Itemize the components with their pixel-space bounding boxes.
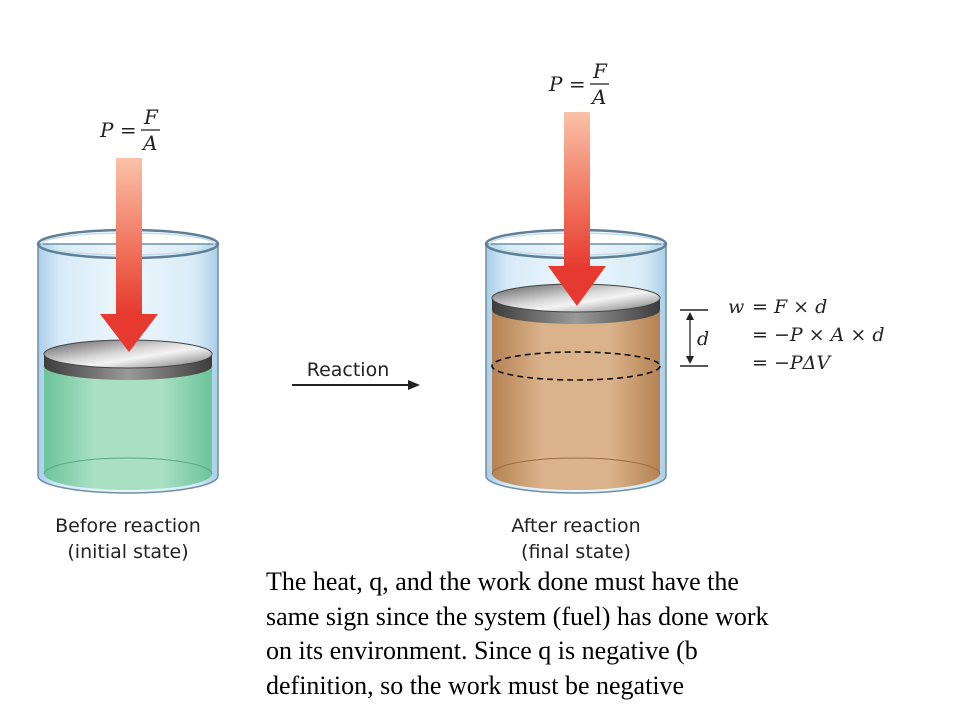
left-liquid (44, 366, 212, 490)
right-label-line2: (final state) (521, 541, 631, 563)
work-equations: w = F × d = −P × A × d = −PΔV (728, 296, 885, 374)
work-eq-line2: = −P × A × d (752, 324, 885, 346)
work-symbol: w (728, 296, 744, 318)
explanation-caption: The heat, q, and the work done must have… (266, 565, 926, 703)
left-piston (43, 339, 213, 380)
svg-text:F: F (143, 105, 159, 129)
caption-line: same sign since the system (fuel) has do… (266, 601, 769, 631)
caption-line: definition, so the work must be negative (266, 670, 685, 700)
left-label-line2: (initial state) (67, 541, 188, 563)
svg-text:A: A (141, 131, 157, 155)
reaction-arrow (292, 380, 420, 390)
right-pressure-formula: P = F A (548, 59, 609, 109)
svg-text:F: F (592, 59, 608, 83)
work-eq-line3: = −PΔV (752, 352, 832, 374)
svg-text:P =: P = (548, 72, 586, 96)
right-label-line1: After reaction (511, 515, 640, 537)
right-force-arrow (548, 112, 606, 306)
caption-line: on its environment. Since q is negative … (266, 636, 698, 665)
left-pressure-formula: P = F A (99, 105, 160, 155)
svg-text:A: A (590, 85, 606, 109)
svg-text:P =: P = (99, 118, 137, 142)
right-beaker (484, 228, 668, 494)
work-eq-line1: = F × d (752, 296, 827, 318)
reaction-label: Reaction (307, 359, 390, 381)
distance-bracket (680, 309, 708, 367)
initial-piston-outline (491, 351, 661, 381)
left-label-line1: Before reaction (55, 515, 201, 537)
caption-line: The heat, q, and the work done must have… (266, 567, 739, 596)
left-force-arrow (100, 158, 158, 352)
distance-label: d (697, 328, 709, 350)
right-liquid (492, 310, 660, 490)
